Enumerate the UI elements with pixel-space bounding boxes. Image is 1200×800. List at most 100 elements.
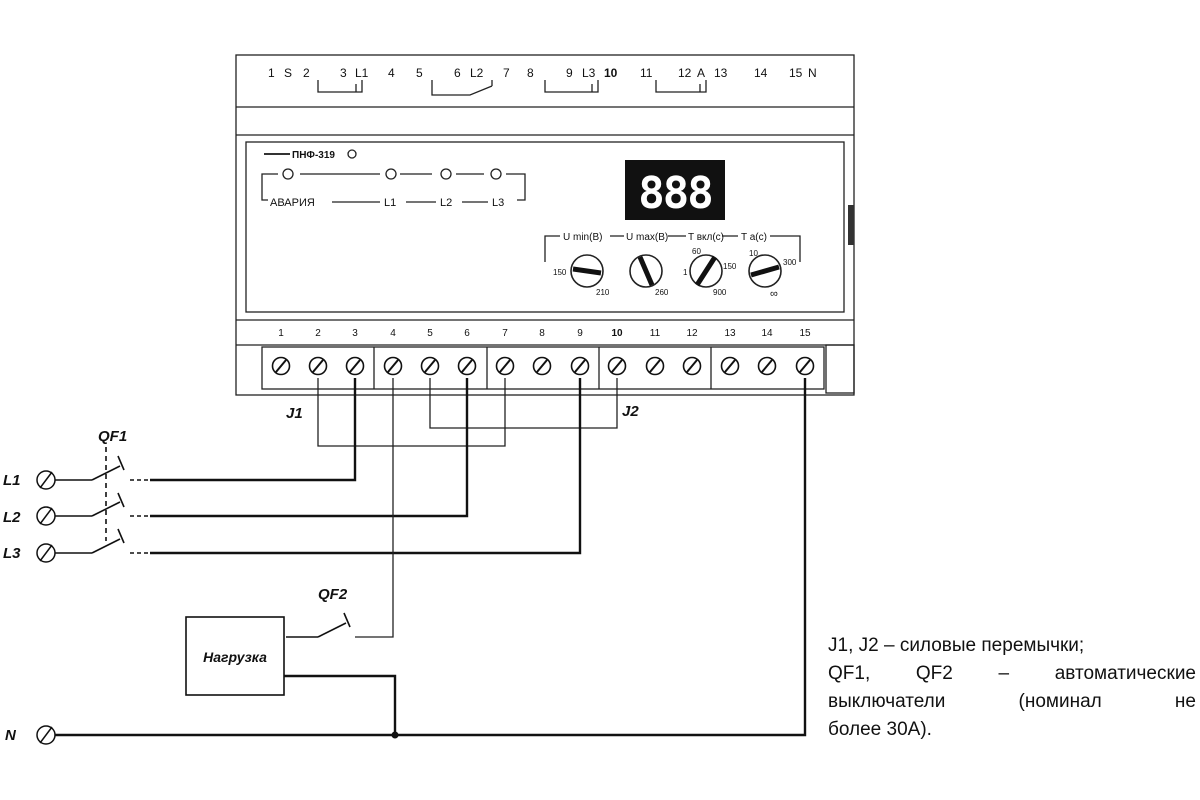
breaker-qf2-label: QF2 bbox=[318, 586, 348, 603]
jumper-j1 bbox=[317, 378, 506, 447]
wire-l3 bbox=[150, 378, 582, 555]
top-terminal-label: 9 bbox=[566, 66, 573, 80]
top-terminal-label: S bbox=[284, 66, 292, 80]
indicator-label-alarm: АВАРИЯ bbox=[270, 197, 315, 209]
knob-umax[interactable] bbox=[629, 254, 663, 288]
jumper-j2-label: J2 bbox=[622, 403, 639, 420]
top-terminal-label: 6 bbox=[454, 66, 461, 80]
screw-slot bbox=[649, 359, 661, 373]
knob-ta-low: ∞ bbox=[770, 288, 778, 300]
line-l2-label: L2 bbox=[3, 509, 21, 526]
breaker-qf1-label: QF1 bbox=[98, 428, 127, 445]
screw-slot bbox=[424, 359, 436, 373]
terminal-number: 10 bbox=[611, 328, 623, 339]
relay-contact-4 bbox=[655, 80, 707, 93]
knob-ta[interactable] bbox=[748, 254, 782, 288]
led-l1 bbox=[385, 168, 397, 180]
screw-terminals bbox=[271, 356, 815, 376]
terminal-number: 11 bbox=[650, 328, 661, 339]
note-line: QF1, QF2 – автоматические bbox=[828, 663, 1196, 684]
terminal-number: 8 bbox=[539, 328, 545, 339]
breaker-qf1 bbox=[55, 447, 150, 554]
terminal-number: 4 bbox=[390, 328, 396, 339]
indicator-label-l1: L1 bbox=[384, 197, 396, 209]
top-terminal-label: N bbox=[808, 66, 817, 80]
wire-load-neutral bbox=[284, 674, 397, 735]
front-panel bbox=[245, 141, 845, 313]
knob-ton[interactable] bbox=[689, 254, 723, 288]
led-l3 bbox=[490, 168, 502, 180]
terminal-number: 12 bbox=[686, 328, 698, 339]
knob-header-umax: U max(B) bbox=[626, 232, 668, 243]
screw-slot bbox=[312, 359, 324, 373]
display-bezel bbox=[625, 160, 725, 220]
line-l3-label: L3 bbox=[3, 545, 21, 562]
knob-header-ton: T вкл(c) bbox=[688, 232, 724, 243]
top-terminal-label: A bbox=[697, 66, 705, 80]
knob-header-umin: U min(B) bbox=[563, 232, 602, 243]
top-terminal-strip: 1 S 2 3 L1 4 5 6 L2 7 8 9 L3 10 11 12 A … bbox=[268, 66, 817, 96]
relay-contact-2 bbox=[431, 80, 493, 96]
top-terminal-label: 2 bbox=[303, 66, 310, 80]
top-terminal-label: 4 bbox=[388, 66, 395, 80]
knob-ton-low: 900 bbox=[713, 288, 727, 297]
terminal-number: 13 bbox=[724, 328, 736, 339]
brand-label: ПНФ-319 bbox=[292, 150, 335, 161]
top-terminal-label: L1 bbox=[355, 66, 369, 80]
load-label: Нагрузка bbox=[203, 649, 267, 665]
knob-header-ta: T a(c) bbox=[741, 232, 767, 243]
terminal-number: 1 bbox=[278, 328, 284, 339]
screw-slot bbox=[799, 359, 811, 373]
knob-bracket bbox=[544, 235, 801, 262]
terminal-number: 15 bbox=[799, 328, 811, 339]
terminal-number: 5 bbox=[427, 328, 433, 339]
note-line: более 30А). bbox=[828, 719, 932, 740]
top-terminal-label: L3 bbox=[582, 66, 596, 80]
knob-ton-mid: 60 bbox=[692, 247, 701, 256]
relay-contact-3 bbox=[544, 80, 599, 93]
relay-device: 1 S 2 3 L1 4 5 6 L2 7 8 9 L3 10 11 12 A … bbox=[235, 54, 855, 396]
jumper-j1-label: J1 bbox=[286, 405, 303, 422]
top-terminal-label: 1 bbox=[268, 66, 275, 80]
terminal-number: 3 bbox=[352, 328, 358, 339]
wire-output bbox=[355, 378, 394, 638]
load-box bbox=[185, 616, 285, 696]
note-line: J1, J2 – силовые перемычки; bbox=[828, 635, 1085, 656]
note-line: выключатели (номинал не bbox=[828, 691, 1196, 712]
top-terminal-label: 3 bbox=[340, 66, 347, 80]
screw-slot bbox=[686, 359, 698, 373]
knob-ton-max: 150 bbox=[723, 262, 737, 271]
bottom-terminal-numbers: 1 2 3 4 5 6 7 8 9 10 11 12 13 14 15 bbox=[278, 328, 811, 339]
line-n-label: N bbox=[5, 727, 17, 744]
display-readout: 888 bbox=[638, 168, 711, 219]
wire-neutral bbox=[55, 378, 807, 737]
wire-l2 bbox=[150, 378, 469, 518]
screw-slot bbox=[574, 359, 586, 373]
indicator-label-l2: L2 bbox=[440, 197, 452, 209]
legend-note: J1, J2 – силовые перемычки; QF1, QF2 – а… bbox=[828, 632, 1196, 744]
line-l1-label: L1 bbox=[3, 472, 21, 489]
screw-slot bbox=[349, 359, 361, 373]
top-terminal-label: 15 bbox=[789, 66, 803, 80]
top-terminal-label: 7 bbox=[503, 66, 510, 80]
input-terminal-l3 bbox=[36, 543, 56, 563]
knob-umin-max: 210 bbox=[596, 288, 610, 297]
relay-contact-1 bbox=[317, 80, 363, 93]
input-terminal-l1 bbox=[36, 470, 56, 490]
terminal-number: 2 bbox=[315, 328, 321, 339]
screw-slot bbox=[275, 359, 287, 373]
breaker-qf2 bbox=[286, 612, 351, 638]
screw-slot bbox=[724, 359, 736, 373]
knob-umin[interactable] bbox=[570, 254, 604, 288]
wire-l1 bbox=[150, 378, 357, 482]
led-l2 bbox=[440, 168, 452, 180]
terminal-number: 14 bbox=[761, 328, 773, 339]
knob-ta-max: 300 bbox=[783, 258, 797, 267]
top-terminal-label: 14 bbox=[754, 66, 768, 80]
bottom-terminal-blocks bbox=[261, 346, 825, 390]
screw-slot bbox=[499, 359, 511, 373]
terminal-number: 7 bbox=[502, 328, 508, 339]
input-terminal-l2 bbox=[36, 506, 56, 526]
top-terminal-label: 5 bbox=[416, 66, 423, 80]
